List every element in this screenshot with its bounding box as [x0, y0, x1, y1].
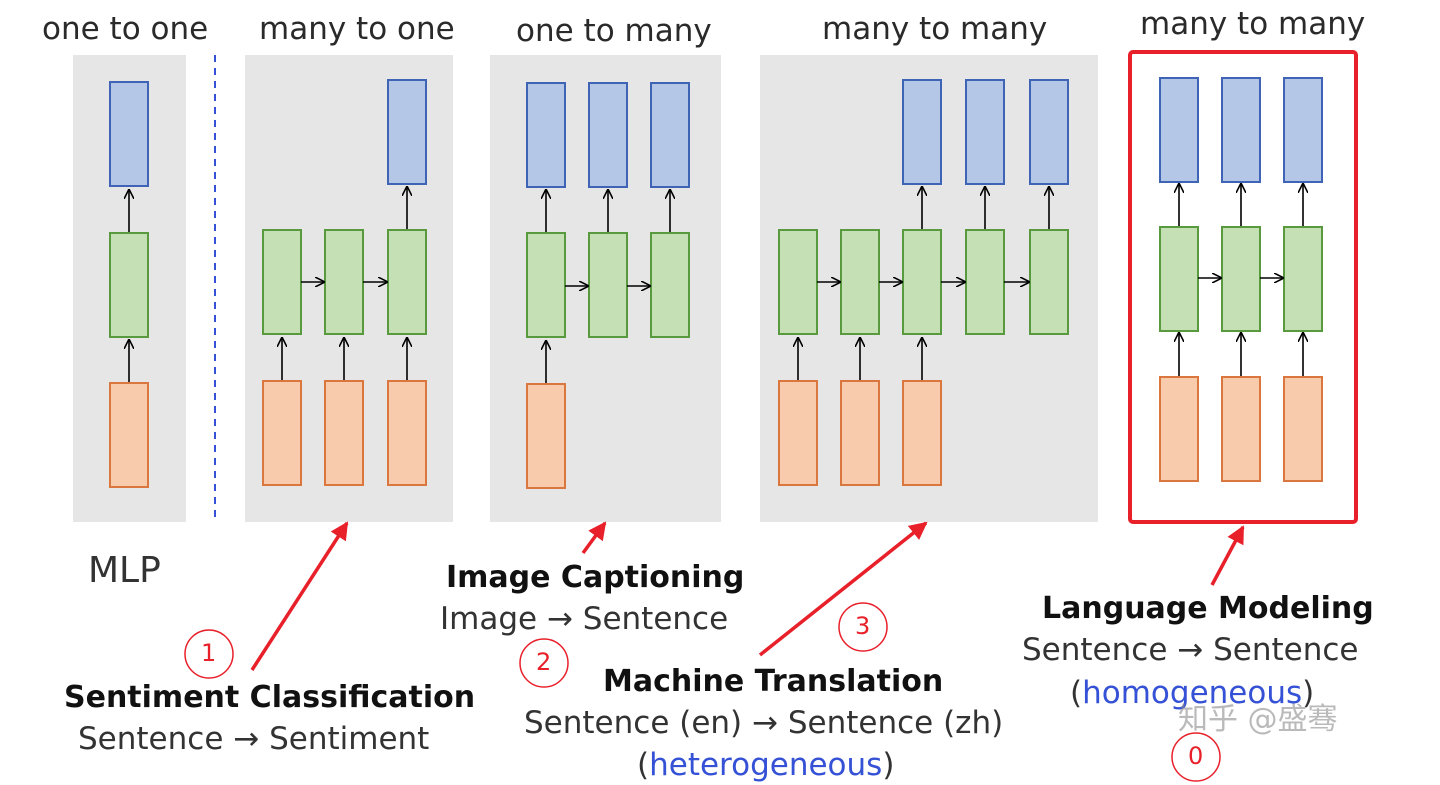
task-subtitle-translation: Sentence (en) → Sentence (zh) [524, 705, 1004, 741]
hidden-box [1283, 226, 1323, 332]
panel-title-many-to-many-2: many to many [1140, 6, 1366, 42]
input-box [387, 380, 427, 486]
task-subtitle-language-modeling: Sentence → Sentence [1022, 632, 1359, 668]
number-circle-2 [519, 638, 569, 688]
output-box [1159, 77, 1199, 183]
hidden-box [387, 229, 427, 335]
task-title-captioning: Image Captioning [446, 560, 745, 595]
task-title-language-modeling: Language Modeling [1042, 591, 1374, 626]
output-box [1283, 77, 1323, 183]
hidden-box [1221, 226, 1261, 332]
annotation-arrow-1 [250, 521, 349, 671]
input-box [840, 380, 880, 486]
panel-title-many-to-one: many to one [259, 11, 455, 47]
hidden-box [262, 229, 302, 335]
hidden-box [902, 229, 942, 335]
annotation-arrow-2 [581, 521, 607, 555]
hidden-box [965, 229, 1005, 335]
annotation-arrow-0 [1210, 525, 1245, 586]
panel-title-one-to-one: one to one [42, 11, 209, 47]
hidden-box [526, 232, 566, 338]
task-title-sentiment: Sentiment Classification [64, 680, 476, 715]
number-label-1: 1 [201, 639, 217, 667]
input-box [902, 380, 942, 486]
hidden-box [840, 229, 880, 335]
panel-title-many-to-many-1: many to many [822, 11, 1048, 47]
hidden-box [778, 229, 818, 335]
task-note-language-modeling: (homogeneous) [1070, 675, 1315, 711]
input-box [1283, 376, 1323, 482]
output-box [650, 82, 690, 188]
output-box [588, 82, 628, 188]
number-label-2: 2 [536, 648, 552, 676]
hidden-box [1029, 229, 1069, 335]
input-box [262, 380, 302, 486]
input-box [778, 380, 818, 486]
output-box [1221, 77, 1261, 183]
number-label-3: 3 [855, 612, 871, 640]
output-box [902, 79, 942, 185]
input-box [1221, 376, 1261, 482]
panel-title-one-to-many: one to many [516, 13, 712, 49]
output-box [1029, 79, 1069, 185]
number-label-0: 0 [1188, 742, 1204, 770]
output-box [109, 81, 149, 187]
hidden-box [650, 232, 690, 338]
input-box [526, 383, 566, 489]
mlp-label: MLP [88, 550, 161, 591]
task-title-translation: Machine Translation [603, 664, 944, 699]
hidden-box [324, 229, 364, 335]
output-box [526, 82, 566, 188]
hidden-box [1159, 226, 1199, 332]
number-circle-1 [184, 629, 234, 679]
task-note-translation: (heterogeneous) [637, 747, 895, 783]
input-box [109, 382, 149, 488]
task-subtitle-sentiment: Sentence → Sentiment [78, 721, 430, 757]
watermark: 知乎 @盛骞 [1178, 702, 1338, 737]
number-circle-3 [838, 602, 888, 652]
annotation-arrow-3 [758, 521, 928, 657]
task-subtitle-captioning: Image → Sentence [440, 601, 729, 637]
input-box [1159, 376, 1199, 482]
output-box [965, 79, 1005, 185]
output-box [387, 79, 427, 185]
input-box [324, 380, 364, 486]
number-circle-0 [1171, 732, 1221, 782]
hidden-box [109, 232, 149, 338]
hidden-box [588, 232, 628, 338]
